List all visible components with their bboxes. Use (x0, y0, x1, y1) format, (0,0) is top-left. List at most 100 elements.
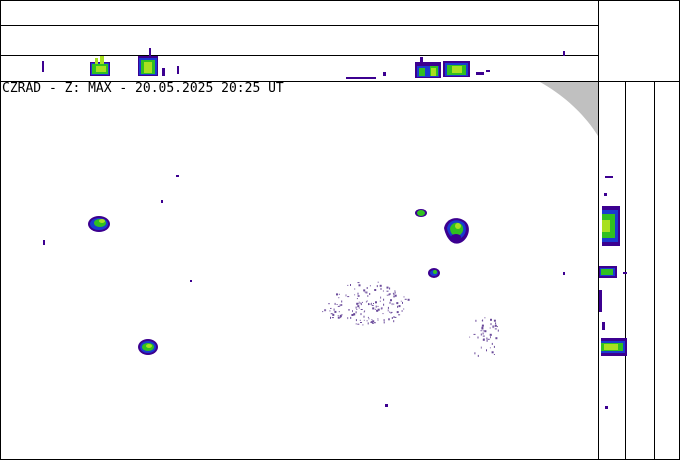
speckle (368, 303, 371, 305)
speckle (480, 346, 482, 349)
speckle (388, 293, 390, 296)
speckle (481, 324, 484, 327)
speckle (473, 333, 476, 335)
speckle (358, 301, 360, 303)
speckle (403, 308, 405, 310)
speckle (483, 338, 485, 341)
speckle (347, 317, 349, 320)
speckle (493, 354, 495, 355)
speckle (391, 317, 393, 319)
speckle (394, 290, 396, 292)
speckle (358, 307, 360, 309)
speckle (333, 308, 335, 311)
echo-cell (415, 209, 427, 217)
speckle (396, 302, 399, 305)
speckle (379, 284, 382, 287)
speckle (493, 345, 495, 348)
speckle (367, 316, 369, 318)
speckle (398, 305, 401, 308)
speckle (388, 318, 390, 321)
speckle (366, 320, 368, 322)
speckle (371, 304, 374, 306)
speckle (480, 330, 483, 332)
speckle (354, 294, 356, 296)
speckle (367, 322, 369, 325)
speckle (339, 315, 342, 317)
speckle (340, 316, 342, 319)
speckle (360, 322, 362, 323)
speckle (376, 285, 378, 288)
speckle (356, 308, 358, 310)
speckle (362, 324, 364, 326)
echo-cell (444, 218, 469, 244)
speckle (389, 293, 391, 295)
speckle (482, 335, 485, 337)
speckle (400, 300, 402, 302)
speckle (372, 307, 375, 310)
echo-cell (88, 216, 110, 232)
speckle (371, 319, 373, 321)
speckle (492, 325, 495, 328)
speckle (382, 313, 384, 315)
speckle (494, 328, 497, 330)
speckle (496, 326, 498, 328)
speckle (490, 336, 491, 339)
speckle (394, 316, 397, 318)
speckle (393, 293, 395, 296)
speckle (489, 333, 492, 336)
speckle (487, 338, 490, 340)
speckle (356, 298, 358, 300)
speckle (396, 311, 399, 314)
speckle (393, 316, 395, 318)
speckle (397, 305, 399, 308)
speckle (477, 354, 479, 357)
speckle (477, 336, 479, 339)
speckle (372, 320, 375, 323)
speckle (484, 317, 486, 319)
speckle (377, 305, 379, 307)
speckle (368, 318, 370, 320)
speckle (358, 303, 360, 305)
speckle (347, 296, 350, 298)
speckle (386, 290, 389, 292)
speckle (356, 302, 359, 305)
speckle (493, 319, 496, 322)
speckle (474, 352, 476, 355)
speckle (486, 339, 488, 342)
speckle (380, 296, 382, 299)
speckle (371, 302, 372, 305)
speckle (373, 322, 376, 324)
speckle (328, 303, 330, 305)
speckle (371, 321, 373, 324)
speckle (364, 291, 367, 293)
speckle (355, 323, 357, 325)
speckle (390, 312, 392, 314)
speckle (377, 319, 379, 321)
speckle (486, 349, 487, 352)
speckle (363, 311, 365, 313)
speckle (330, 313, 333, 315)
speckle (360, 309, 363, 310)
speckle (490, 323, 492, 326)
speckle (357, 292, 359, 295)
speckle (389, 311, 391, 313)
speckle (360, 313, 362, 316)
page-title: CZRAD - Z: MAX - 20.05.2025 20:25 UT (2, 81, 284, 96)
speckle (489, 347, 491, 349)
speckle (486, 337, 488, 340)
speckle (401, 310, 403, 312)
speckle (376, 309, 379, 312)
speckle (340, 314, 343, 316)
speckle (363, 315, 365, 318)
speckle (366, 287, 368, 289)
speckle (497, 329, 499, 332)
speckle (367, 295, 369, 297)
speckle (330, 316, 331, 319)
speckle (338, 293, 340, 295)
speckle (369, 285, 371, 287)
speckle (383, 303, 385, 306)
speckle (348, 309, 350, 311)
speckle (377, 281, 379, 283)
speckle (374, 308, 376, 310)
